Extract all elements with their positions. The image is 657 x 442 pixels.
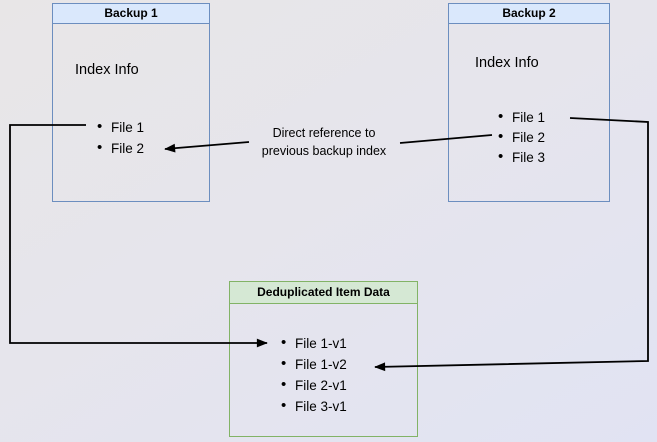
backup2-file-item: File 3 — [498, 147, 545, 168]
backup2-file-list: File 1 File 2 File 3 — [498, 107, 545, 168]
backup1-file-list: File 1 File 2 — [97, 116, 144, 159]
deduplicated-item-data-title: Deduplicated Item Data — [230, 282, 417, 304]
backup1-title: Backup 1 — [53, 4, 209, 24]
backup1-index-info-label: Index Info — [75, 62, 139, 78]
reference-annotation-line2: previous backup index — [261, 144, 387, 158]
reference-annotation-line1: Direct reference to — [272, 126, 376, 140]
deduplicated-item-data-box: Deduplicated Item Data File 1-v1 File 1-… — [229, 281, 418, 437]
backup1-file-item: File 2 — [97, 137, 144, 159]
backup2-title: Backup 2 — [449, 4, 609, 24]
reference-annotation: Direct reference to previous backup inde… — [238, 124, 410, 160]
backup1-box: Backup 1 Index Info File 1 File 2 — [52, 3, 210, 202]
dedup-file-item: File 1-v2 — [281, 353, 347, 375]
backup2-file-item: File 1 — [498, 107, 545, 128]
dedup-file-item: File 2-v1 — [281, 374, 347, 396]
backup1-file-item: File 1 — [97, 116, 144, 138]
dedup-file-item: File 1-v1 — [281, 332, 347, 354]
backup2-file-item: File 2 — [498, 127, 545, 148]
dedup-file-list: File 1-v1 File 1-v2 File 2-v1 File 3-v1 — [281, 332, 347, 417]
backup2-index-info-label: Index Info — [475, 55, 539, 71]
backup2-box: Backup 2 Index Info File 1 File 2 File 3 — [448, 3, 610, 202]
dedup-file-item: File 3-v1 — [281, 395, 347, 417]
